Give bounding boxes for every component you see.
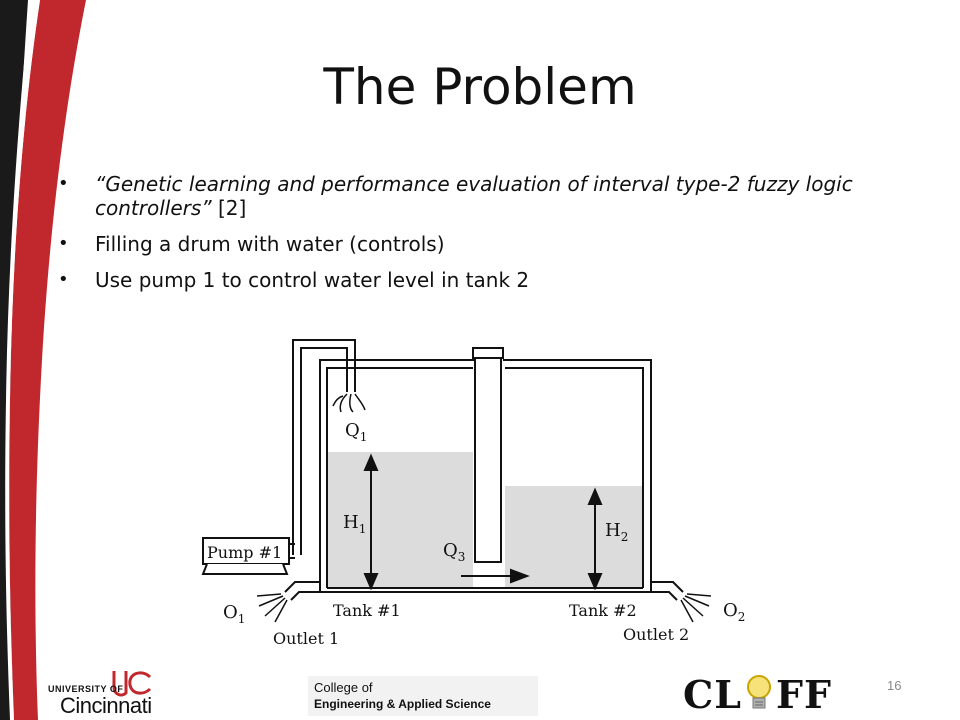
h2-label: H2 xyxy=(605,520,628,544)
decorative-swoosh xyxy=(0,0,86,720)
bullet-item: • “Genetic learning and performance eval… xyxy=(58,172,888,220)
cliff-logo-right: FF xyxy=(775,672,832,717)
tank2-water xyxy=(505,486,643,588)
bullet-item: • Use pump 1 to control water level in t… xyxy=(58,268,888,292)
page-number: 16 xyxy=(887,678,902,693)
paper-title-quote: “Genetic learning and performance evalua… xyxy=(95,172,853,220)
o2-label: O2 xyxy=(723,600,745,624)
spray-icon xyxy=(332,393,366,413)
cliff-logo-left: CL xyxy=(683,672,742,717)
outlet1-label: Outlet 1 xyxy=(273,629,339,648)
college-line2: Engineering & Applied Science xyxy=(314,697,491,711)
bullet-dot: • xyxy=(58,269,69,290)
q1-label: Q1 xyxy=(345,420,367,444)
bullet-item: • Filling a drum with water (controls) xyxy=(58,232,888,256)
college-logo: College of Engineering & Applied Science xyxy=(308,676,538,716)
center-divider xyxy=(472,347,504,563)
bullet-dot: • xyxy=(58,233,69,254)
outlet1-spray-icon xyxy=(256,593,288,623)
college-line1: College of xyxy=(314,680,373,695)
reference-tag: [2] xyxy=(211,196,247,220)
q3-label: Q3 xyxy=(443,540,465,564)
h1-label: H1 xyxy=(343,512,366,536)
uc-logo-big-text: Cincinnati xyxy=(60,693,152,718)
o1-label: O1 xyxy=(223,602,245,626)
bullet-dot: • xyxy=(58,173,69,194)
inlet-pipe xyxy=(292,339,356,555)
outlet2-pipe xyxy=(651,581,684,601)
lightbulb-icon xyxy=(746,675,771,709)
tank1-water xyxy=(327,452,473,588)
outlet2-spray-icon xyxy=(680,593,712,623)
two-tank-diagram: Pump #1 Q1 H1 H2 Q3 O1 Tank xyxy=(201,339,745,648)
outlet2-label: Outlet 2 xyxy=(623,625,689,644)
cliff-logo: CL FF xyxy=(683,672,832,717)
pump-label: Pump #1 xyxy=(207,543,282,562)
pump-icon xyxy=(201,537,295,575)
uc-logo-mark xyxy=(112,671,152,697)
uc-logo-small-text: UNIVERSITY OF xyxy=(48,684,124,694)
h1-arrow xyxy=(363,453,379,591)
bullet-text: Use pump 1 to control water level in tan… xyxy=(95,268,530,292)
tank-walls xyxy=(319,359,652,593)
bullet-text: Filling a drum with water (controls) xyxy=(95,232,445,256)
tank2-label: Tank #2 xyxy=(569,601,637,620)
outlet1-pipe xyxy=(284,581,320,601)
slide-title: The Problem xyxy=(323,58,637,116)
bullet-list: • “Genetic learning and performance eval… xyxy=(58,172,888,304)
tank1-label: Tank #1 xyxy=(333,601,401,620)
h2-arrow xyxy=(587,487,603,591)
q3-arrow xyxy=(461,568,530,584)
